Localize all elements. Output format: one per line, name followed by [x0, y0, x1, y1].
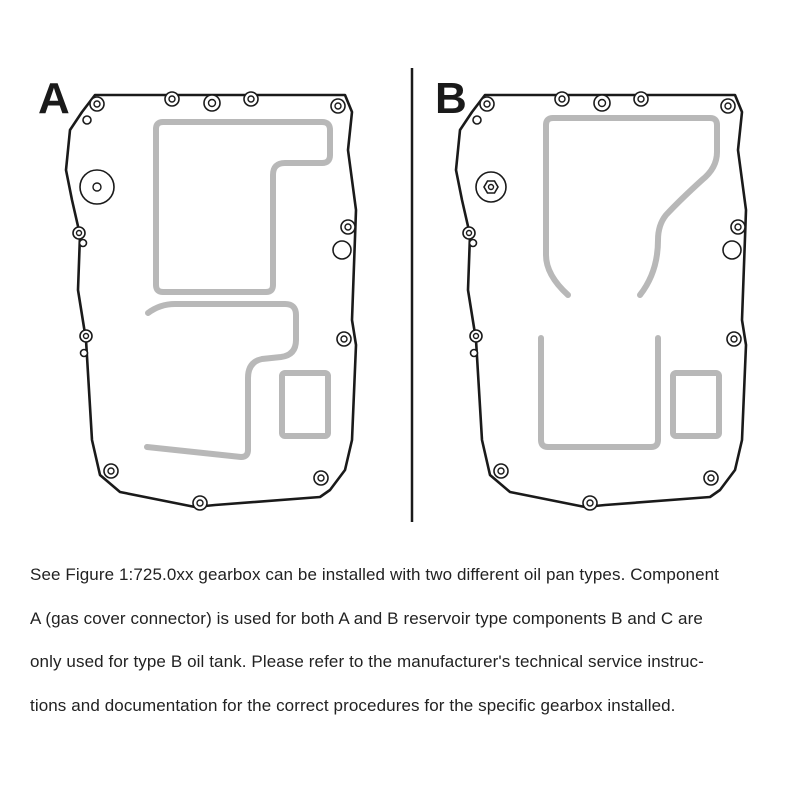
caption-line-1: See Figure 1:725.0xx gearbox can be inst…	[30, 565, 719, 584]
panel-b-label: B	[435, 74, 467, 123]
caption-line-4: tions and documentation for the correct …	[30, 695, 676, 715]
oil-pan-b-rib-box	[670, 370, 722, 439]
panel-a-label: A	[38, 74, 70, 123]
oil-pan-a-rib-lower	[144, 301, 299, 460]
oil-pan-b-rib-upper	[543, 115, 720, 298]
caption-line-2: A (gas cover connector) is used for both…	[30, 608, 703, 628]
oil-pan-a-rib-box	[279, 370, 331, 439]
caption-line-3: only used for type B oil tank. Please re…	[30, 652, 704, 671]
oil-pan-b: B	[435, 74, 748, 511]
oil-pan-b-rib-lower	[538, 335, 661, 450]
oil-pan-a: A	[38, 74, 358, 511]
figure-caption: See Figure 1:725.0xx gearbox can be inst…	[30, 553, 775, 727]
oil-pan-figure: A B	[38, 68, 748, 522]
oil-pan-a-rib-upper	[153, 119, 333, 295]
oil-pan-b-hex-nut-center	[487, 183, 495, 191]
oil-pan-a-drain-plug-center	[92, 182, 102, 192]
